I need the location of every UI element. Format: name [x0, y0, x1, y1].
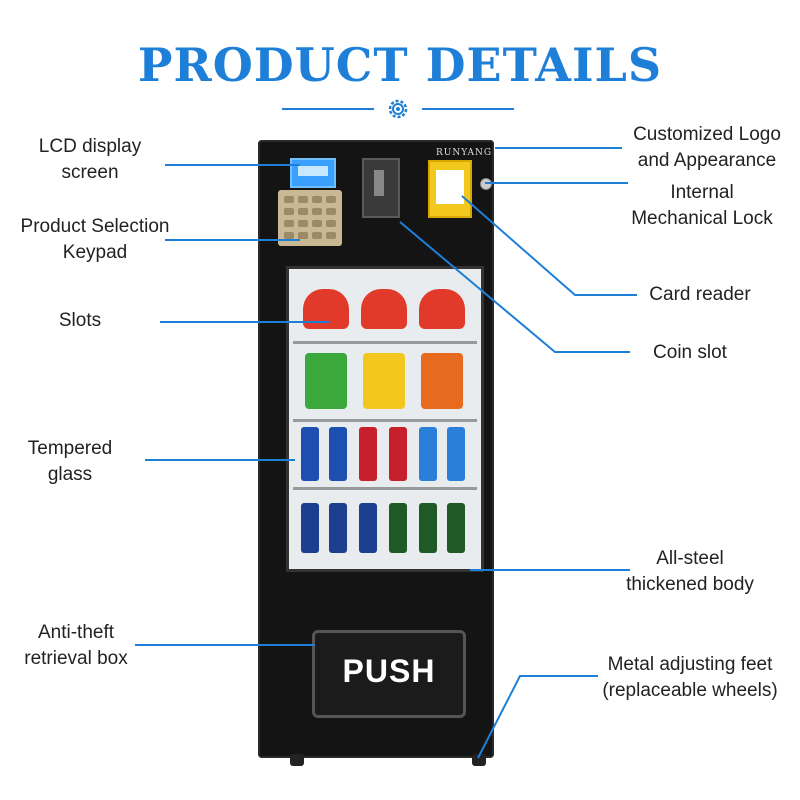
shelf [293, 487, 477, 490]
label-slots: Slots [58, 310, 102, 331]
product-bottle [329, 427, 347, 481]
shelf [293, 341, 477, 344]
label-mechanical-lock: Internal Mechanical Lock [631, 182, 773, 229]
shelf [293, 419, 477, 422]
label-keypad: Product Selection Keypad [20, 216, 170, 263]
tempered-glass-window [286, 266, 484, 572]
gear-icon [388, 99, 408, 119]
label-custom-logo: Customized Logo and Appearance [633, 124, 781, 171]
product-bottle [419, 427, 437, 481]
product-can [359, 503, 377, 553]
lcd-display [290, 158, 336, 188]
title-rule-left [282, 108, 374, 110]
label-card-reader: Card reader [649, 284, 751, 305]
product-chips [363, 353, 405, 409]
push-label: PUSH [342, 653, 436, 689]
label-adjusting-feet: Metal adjusting feet (replaceable wheels… [602, 654, 778, 701]
product-cup [361, 289, 407, 329]
product-chips [305, 353, 347, 409]
card-reader [428, 160, 472, 218]
product-cup [419, 289, 465, 329]
product-bottle [389, 427, 407, 481]
page-title: PRODUCT DETAILS [137, 38, 663, 92]
product-selection-keypad [278, 190, 342, 246]
adjusting-foot [472, 754, 486, 766]
title-rule-right [422, 108, 514, 110]
product-bottle [447, 427, 465, 481]
retrieval-box[interactable]: PUSH [312, 630, 466, 718]
product-can [389, 503, 407, 553]
label-steel-body: All-steel thickened body [626, 548, 754, 595]
product-bottle [301, 427, 319, 481]
label-coin-slot: Coin slot [653, 342, 727, 363]
product-can [447, 503, 465, 553]
product-bottle [359, 427, 377, 481]
product-can [419, 503, 437, 553]
label-lcd-display: LCD display screen [38, 136, 142, 183]
coin-slot [362, 158, 400, 218]
brand-logo: RUNYANG [436, 148, 493, 158]
label-retrieval-box: Anti-theft retrieval box [24, 622, 128, 669]
product-can [329, 503, 347, 553]
product-chips [421, 353, 463, 409]
adjusting-foot [290, 754, 304, 766]
label-tempered-glass: Tempered glass [27, 438, 113, 485]
product-can [301, 503, 319, 553]
